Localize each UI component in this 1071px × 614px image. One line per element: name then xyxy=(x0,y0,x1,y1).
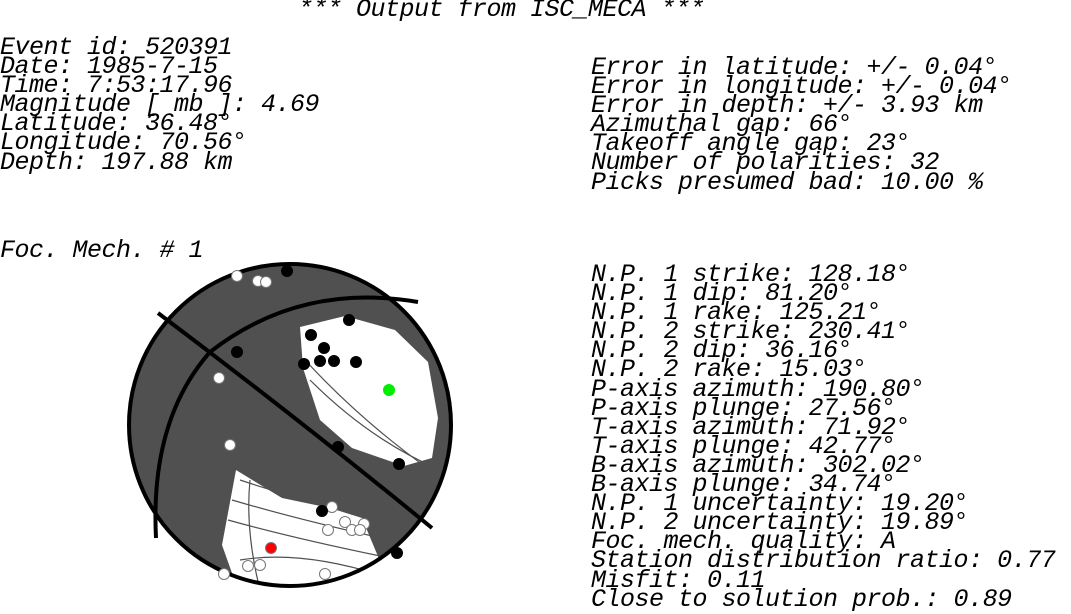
dilatation-polarity xyxy=(231,270,243,282)
np1-dip: N.P. 1 dip: 81.20° xyxy=(591,279,853,309)
nodal-plane-1 xyxy=(156,311,434,530)
mechanism-label: Foc. Mech. # 1 xyxy=(0,236,204,265)
takeoff-gap: Takeoff angle gap: 23° xyxy=(591,129,911,159)
event-time: Time: 7:53:17.96 xyxy=(0,71,233,101)
event-id: Event id: 520391 xyxy=(0,33,233,62)
dilatation-polarity xyxy=(213,372,225,384)
dilatation-polarity xyxy=(218,568,230,580)
misfit: Misfit: 0.11 xyxy=(591,565,766,595)
np2-rake: N.P. 2 rake: 15.03° xyxy=(591,355,867,385)
compression-polarity xyxy=(281,265,293,277)
p-plunge: P-axis plunge: 27.56° xyxy=(591,393,896,423)
compression-polarity xyxy=(350,356,362,368)
dilatation-polarity xyxy=(254,559,266,571)
station-ratio: Station distribution ratio: 0.77 xyxy=(591,546,1056,576)
p-azimuth: P-axis azimuth: 190.80° xyxy=(591,374,925,404)
np2-dip: N.P. 2 dip: 36.16° xyxy=(591,336,853,366)
compression-polarity xyxy=(314,355,326,367)
compression-polarity xyxy=(298,358,310,370)
error-info: Error in latitude: +/- 0.04° Error in lo… xyxy=(591,53,1012,197)
t-azimuth: T-axis azimuth: 71.92° xyxy=(591,412,911,442)
event-depth: Depth: 197.88 km xyxy=(0,147,233,177)
np2-strike: N.P. 2 strike: 230.41° xyxy=(591,317,911,347)
event-magnitude: Magnitude [ mb ]: 4.69 xyxy=(0,90,320,120)
dilatation-polarity xyxy=(322,524,334,536)
dilatation-polarity xyxy=(260,276,272,288)
np2-uncertainty: N.P. 2 uncertainty: 19.89° xyxy=(591,508,969,538)
quality: Foc. mech. quality: A xyxy=(591,527,896,557)
np1-strike: N.P. 1 strike: 128.18° xyxy=(591,260,911,289)
compression-polarity xyxy=(328,355,340,367)
event-date: Date: 1985-7-15 xyxy=(0,52,218,82)
nodal-plane-2 xyxy=(153,295,419,539)
dilatation-polarity xyxy=(339,516,351,528)
compression-polarity xyxy=(393,458,405,470)
dilatation-region xyxy=(300,316,438,466)
np1-uncertainty: N.P. 1 uncertainty: 19.20° xyxy=(591,489,969,519)
mechanism-info: N.P. 1 strike: 128.18° N.P. 1 dip: 81.20… xyxy=(591,260,1056,614)
num-polarities: Number of polarities: 32 xyxy=(591,148,940,178)
compression-polarity xyxy=(318,342,330,354)
focal-sphere-outline xyxy=(127,262,453,588)
p-axis-marker xyxy=(265,542,277,554)
np1-rake: N.P. 1 rake: 125.21° xyxy=(591,298,882,328)
dilatation-polarity xyxy=(319,568,331,580)
error-depth: Error in depth: +/- 3.93 km xyxy=(591,91,983,121)
t-plunge: T-axis plunge: 42.77° xyxy=(591,431,896,461)
compression-polarity xyxy=(343,314,355,326)
event-latitude: Latitude: 36.48° xyxy=(0,109,233,139)
error-longitude: Error in longitude: +/- 0.04° xyxy=(591,72,1012,102)
compression-polarity xyxy=(332,441,344,453)
t-axis-marker xyxy=(383,384,395,396)
compression-polarity xyxy=(391,547,403,559)
dilatation-polarity xyxy=(326,501,338,513)
event-longitude: Longitude: 70.56° xyxy=(0,128,247,158)
event-info: Event id: 520391 Date: 1985-7-15 Time: 7… xyxy=(0,33,320,177)
compression-polarity xyxy=(316,505,328,517)
dilatation-polarity xyxy=(242,560,254,572)
compression-polarity xyxy=(305,329,317,341)
bad-picks: Picks presumed bad: 10.00 % xyxy=(591,167,983,197)
azimuthal-gap: Azimuthal gap: 66° xyxy=(591,110,853,140)
b-plunge: B-axis plunge: 34.74° xyxy=(591,470,896,500)
dilatation-polarity xyxy=(224,439,236,451)
compression-polarity xyxy=(231,346,243,358)
dilatation-polarity xyxy=(354,524,366,536)
error-latitude: Error in latitude: +/- 0.04° xyxy=(591,53,998,82)
solution-prob: Close to solution prob.: 0.89 xyxy=(591,584,1012,614)
page-title: *** Output from ISC_MECA *** xyxy=(298,0,705,24)
b-azimuth: B-axis azimuth: 302.02° xyxy=(591,450,925,480)
beachball-diagram xyxy=(127,262,453,588)
